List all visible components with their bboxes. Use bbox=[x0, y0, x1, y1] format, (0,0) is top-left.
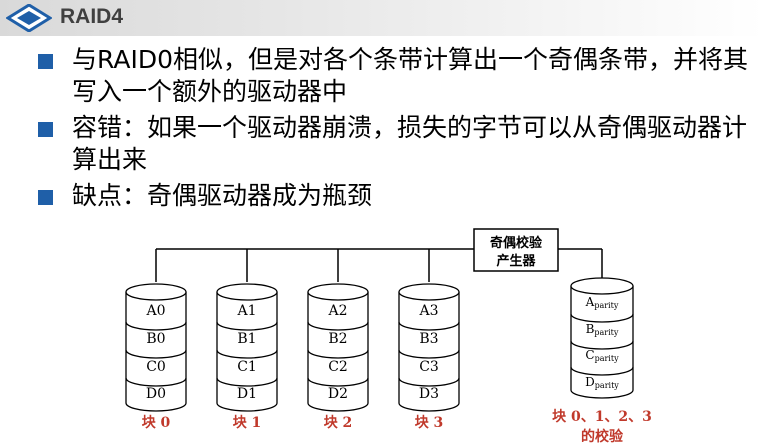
disk-label: 块 0 bbox=[142, 415, 171, 431]
diamond-logo-icon bbox=[6, 4, 52, 32]
strip-label: A0 bbox=[145, 303, 165, 319]
parity-strip-label: Aparity bbox=[585, 295, 619, 310]
parity-strip-label: Bparity bbox=[586, 322, 619, 337]
disk-label: 块 2 bbox=[324, 415, 353, 431]
strip-label: C1 bbox=[237, 359, 257, 375]
strip-label: B2 bbox=[328, 331, 347, 347]
parity-disk: Aparity Bparity Cparity Dparity 块 0、1、2、… bbox=[552, 277, 652, 445]
bullet-square-icon bbox=[38, 122, 53, 137]
strip-label: D3 bbox=[419, 386, 439, 402]
strip-label: C2 bbox=[328, 359, 348, 375]
strip-label: B1 bbox=[237, 331, 256, 347]
slide-title: RAID4 bbox=[60, 5, 124, 28]
title-bar: RAID4 bbox=[0, 0, 764, 36]
bullet-text: 容错：如果一个驱动器崩溃，损失的字节可以从奇偶驱动器计算出来 bbox=[72, 113, 748, 174]
strip-label: A3 bbox=[418, 303, 438, 319]
bullet-square-icon bbox=[38, 190, 53, 205]
data-disk-0: A0 B0 C0 D0 块 0 bbox=[125, 283, 187, 431]
strip-label: A1 bbox=[236, 303, 256, 319]
bullet-text: 缺点：奇偶驱动器成为瓶颈 bbox=[72, 181, 373, 210]
parity-strip-label: Dparity bbox=[585, 375, 619, 390]
parity-disk-label-line1: 块 0、1、2、3 bbox=[552, 409, 652, 425]
generator-label-line1: 奇偶校验 bbox=[490, 235, 543, 251]
bullet-item: 缺点：奇偶驱动器成为瓶颈 bbox=[38, 180, 758, 212]
bullet-item: 容错：如果一个驱动器崩溃，损失的字节可以从奇偶驱动器计算出来 bbox=[38, 112, 758, 176]
strip-label: B0 bbox=[146, 331, 165, 347]
bus-lines bbox=[155, 248, 603, 282]
disk-label: 块 1 bbox=[233, 415, 262, 431]
bullet-item: 与RAID0相似，但是对各个条带计算出一个奇偶条带，并将其写入一个额外的驱动器中 bbox=[38, 44, 758, 108]
parity-generator-box: 奇偶校验 产生器 bbox=[473, 228, 559, 272]
strip-label: B3 bbox=[419, 331, 438, 347]
data-disk-2: A2 B2 C2 D2 块 2 bbox=[307, 283, 369, 431]
parity-strip-label: Cparity bbox=[585, 348, 619, 363]
generator-label-line2: 产生器 bbox=[496, 253, 536, 269]
parity-disk-label-line2: 的校验 bbox=[581, 428, 624, 445]
bullet-text: 与RAID0相似，但是对各个条带计算出一个奇偶条带，并将其写入一个额外的驱动器中 bbox=[72, 45, 748, 106]
data-disk-1: A1 B1 C1 D1 块 1 bbox=[216, 283, 278, 431]
disk-label: 块 3 bbox=[415, 415, 444, 431]
strip-label: C3 bbox=[419, 359, 439, 375]
strip-label: D1 bbox=[237, 386, 257, 402]
strip-label: D2 bbox=[328, 386, 348, 402]
strip-label: C0 bbox=[146, 359, 166, 375]
strip-label: A2 bbox=[327, 303, 347, 319]
bullet-list: 与RAID0相似，但是对各个条带计算出一个奇偶条带，并将其写入一个额外的驱动器中… bbox=[38, 44, 758, 216]
strip-label: D0 bbox=[146, 386, 166, 402]
data-disk-3: A3 B3 C3 D3 块 3 bbox=[398, 283, 460, 431]
bullet-square-icon bbox=[38, 54, 53, 69]
